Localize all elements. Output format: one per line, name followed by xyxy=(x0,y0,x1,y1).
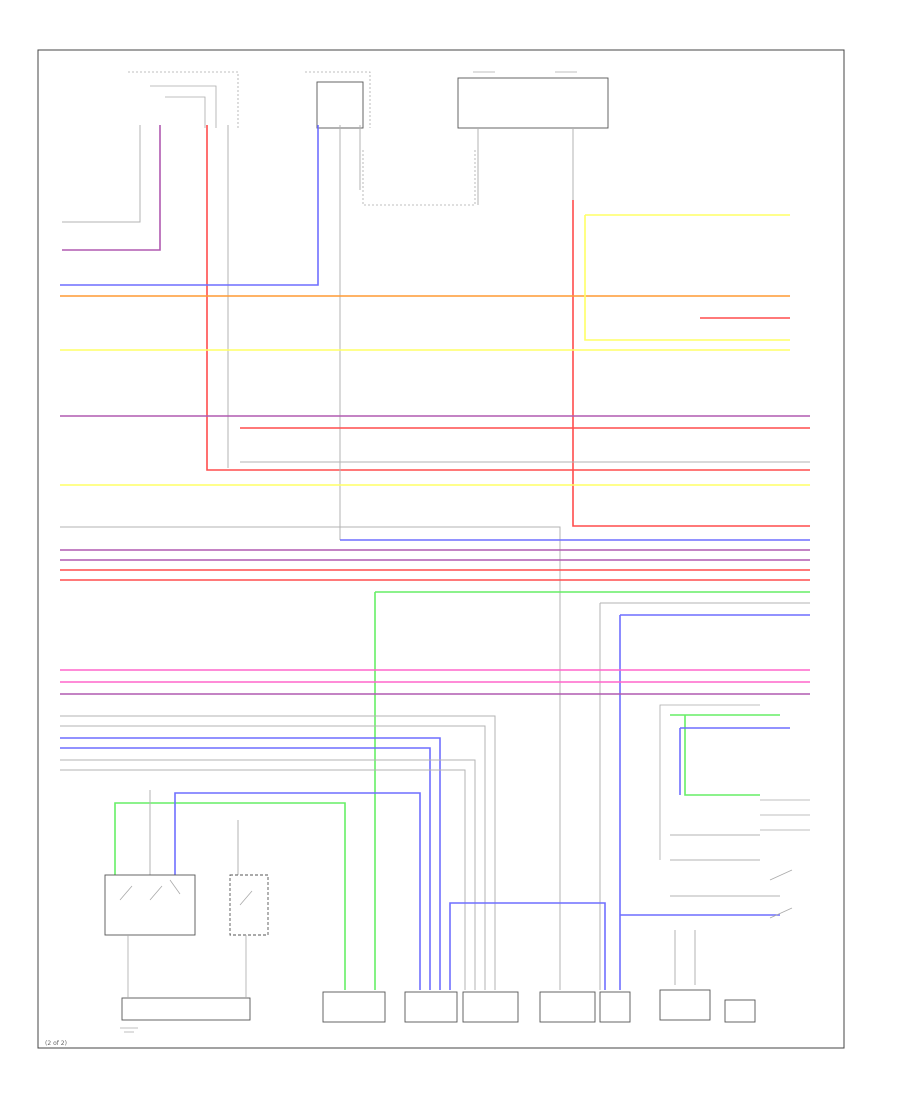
wire-blue xyxy=(449,902,606,990)
wire-blue xyxy=(60,747,431,990)
wire-red xyxy=(206,125,810,471)
top-left-connector xyxy=(128,71,239,128)
wire-gray xyxy=(60,526,561,990)
wire-red xyxy=(572,200,810,527)
wire-blue xyxy=(679,727,790,795)
wire-green xyxy=(670,714,780,796)
wire-gray xyxy=(60,715,496,990)
wire-yellow xyxy=(584,214,790,341)
wire-layer xyxy=(60,125,810,990)
wire-blue xyxy=(60,737,441,990)
wire-blue xyxy=(174,792,421,990)
page-marker: (2 of 2) xyxy=(45,1040,67,1047)
top-right-control-module xyxy=(362,71,609,206)
diagram-frame xyxy=(37,49,845,1049)
wire-blue xyxy=(60,125,319,286)
wire-gray xyxy=(62,125,141,223)
wire-gray xyxy=(599,602,810,990)
wire-green xyxy=(114,802,346,990)
wire-violet xyxy=(62,125,161,251)
right-switch-group xyxy=(659,704,810,919)
wire-gray xyxy=(60,769,466,990)
bottom-left-switch-assembly xyxy=(104,874,269,1033)
wire-green xyxy=(374,591,810,990)
wire-blue xyxy=(619,614,810,990)
bottom-connector-blocks xyxy=(322,989,756,1023)
top-middle-connector xyxy=(305,71,371,129)
wire-gray xyxy=(60,759,476,990)
wire-gray xyxy=(60,725,486,990)
